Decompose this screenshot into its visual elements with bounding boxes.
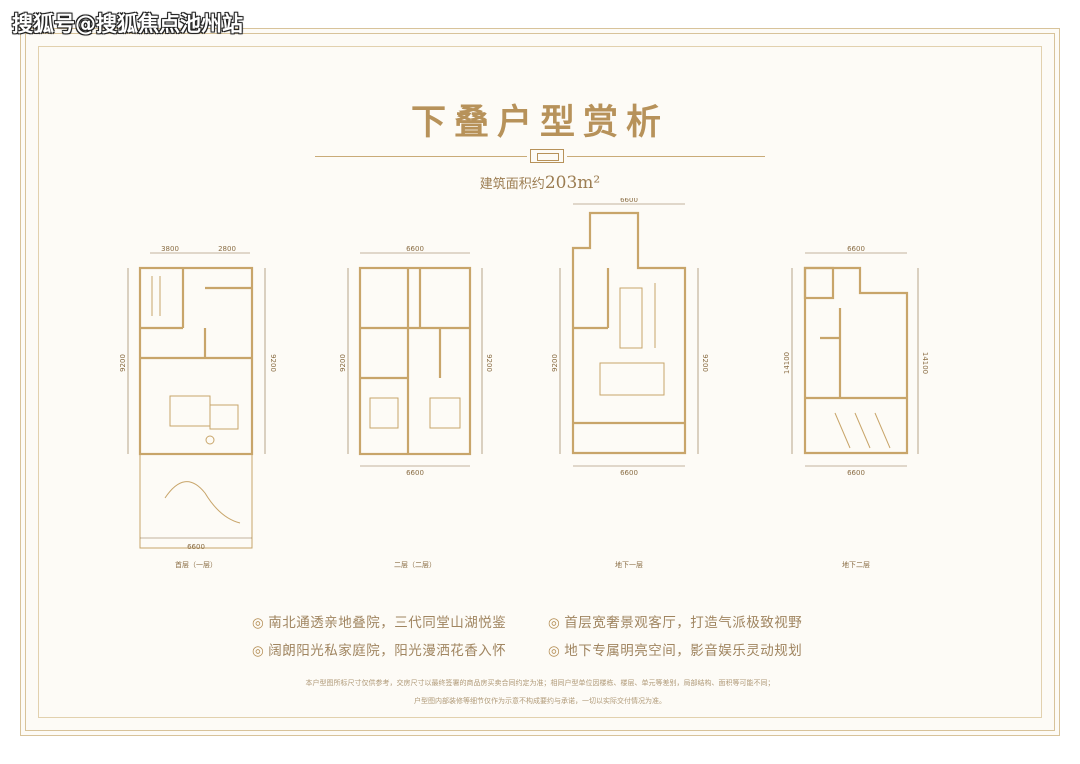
plan-1-dim-top-right: 2800 (218, 245, 236, 253)
plan-4-drawing (803, 266, 909, 455)
plan-4-dim-top: 6600 (847, 245, 865, 253)
divider-ornament (530, 149, 564, 163)
feature-mark-icon: ◎ (252, 615, 265, 631)
page-title: 下叠户型赏析 (410, 102, 669, 143)
plan-4-label: 地下二层 (842, 561, 870, 569)
feature-text: 首层宽奢景观客厅，打造气派极致视野 (564, 615, 803, 631)
title-divider-left (315, 156, 527, 157)
feature-1: ◎南北通透亲地叠院，三代同堂山湖悦鉴 (252, 611, 506, 631)
plan-3-dim-left: 9200 (551, 354, 559, 372)
plan-2-dim-right: 9200 (485, 354, 493, 372)
plan-2-dim-left: 9200 (339, 354, 347, 372)
plan-1-dim-top-left: 3800 (161, 245, 179, 253)
plan-3-dim-bottom: 6600 (620, 469, 638, 477)
plan-3-drawing (571, 211, 687, 455)
area-value: 203m² (544, 173, 601, 193)
plan-4-dim-right: 14100 (921, 352, 929, 374)
disclaimer-line-1: 本户型图所标尺寸仅供参考，交房尺寸以最终签署的商品房买卖合同约定为准；相同户型单… (305, 679, 775, 687)
building-area: 建筑面积约203m² (20, 173, 1060, 193)
watermark-text: 搜狐号@搜狐焦点池州站 (12, 12, 243, 36)
feature-text: 南北通透亲地叠院，三代同堂山湖悦鉴 (268, 615, 507, 631)
plan-4-dim-bottom: 6600 (847, 469, 865, 477)
feature-3: ◎阔朗阳光私家庭院，阳光漫洒花香入怀 (252, 639, 506, 659)
title-divider-right (567, 156, 765, 157)
feature-2: ◎首层宽奢景观客厅，打造气派极致视野 (548, 611, 802, 631)
floorplan-poster: 下叠户型赏析 建筑面积约203m² (20, 28, 1060, 736)
feature-mark-icon: ◎ (548, 615, 561, 631)
inner-frame (38, 46, 1042, 718)
plan-3-label: 地下一层 (615, 561, 643, 569)
feature-text: 地下专属明亮空间，影音娱乐灵动规划 (564, 643, 803, 659)
feature-mark-icon: ◎ (252, 643, 265, 659)
plan-2-drawing (358, 266, 472, 456)
plan-2-dim-top: 6600 (406, 245, 424, 253)
outer-frame (20, 28, 1060, 736)
plan-1-dim-right: 9200 (269, 354, 277, 372)
feature-text: 阔朗阳光私家庭院，阳光漫洒花香入怀 (268, 643, 507, 659)
plan-1-dim-bottom: 6600 (187, 543, 205, 551)
feature-4: ◎地下专属明亮空间，影音娱乐灵动规划 (548, 639, 802, 659)
area-prefix: 建筑面积约 (479, 177, 545, 192)
plan-2-label: 二层（二层） (394, 561, 436, 569)
feature-mark-icon: ◎ (548, 643, 561, 659)
plan-1-label: 首层（一层） (175, 561, 217, 569)
plan-3-dim-right: 9200 (701, 354, 709, 372)
floor-plans: 3800 2800 6600 9200 9200 6600 6600 9200 … (119, 198, 929, 551)
plan-4-dim-left: 14100 (783, 352, 791, 374)
plan-2-dim-bottom: 6600 (406, 469, 424, 477)
plan-3-dim-top: 6600 (620, 198, 638, 204)
middle-frame (25, 33, 1055, 731)
plan-1-drawing (138, 266, 254, 549)
plan-1-dim-left: 9200 (119, 354, 127, 372)
disclaimer-line-2: 户型图内部装修等细节仅作为示意不构成要约与承诺，一切以实际交付情况为准。 (414, 697, 666, 705)
